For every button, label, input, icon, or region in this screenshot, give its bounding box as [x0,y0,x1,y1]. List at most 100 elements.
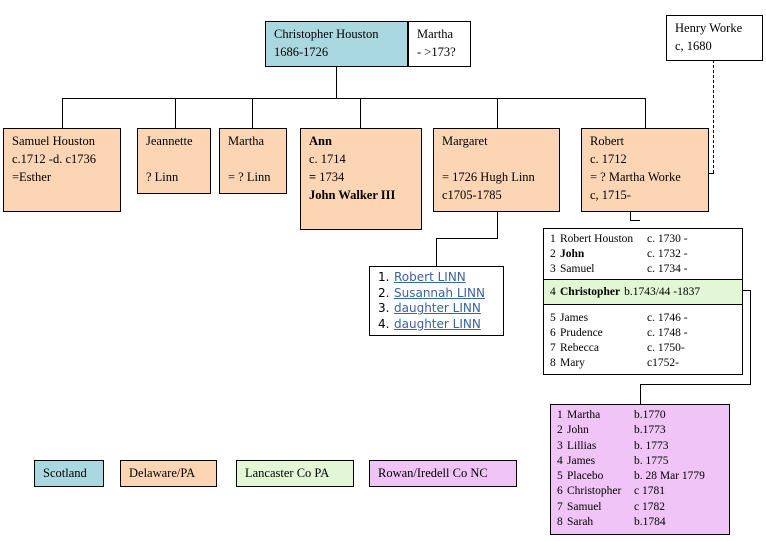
child-date: c. 1748 - [647,327,688,339]
list-item: 4. daughter LINN [378,317,495,333]
child-name: Lillias [567,439,597,452]
christopher-line-v [750,290,751,384]
christopher-line-stub [742,290,751,291]
child-box-jeannette[interactable]: Jeannette ? Linn [137,128,211,194]
linn-child-link[interactable]: daughter LINN [394,316,481,331]
legend-lancaster-pa: Lancaster Co PA [236,460,354,487]
margaret-child-line-h [436,238,498,239]
child-name: Rebecca [560,342,599,354]
drop-line-jeannette [175,98,176,128]
list-item: 2.Susannah LINN [378,286,495,302]
legend-rowan-iredell-nc: Rowan/Iredell Co NC [369,460,517,487]
child-box-ann[interactable]: Ann c. 1714 = 1734 John Walker III [300,128,422,230]
linn-child-link[interactable]: daughter LINN [394,301,481,315]
linn-num: 4. [378,316,390,331]
ann-name: Ann [309,134,332,148]
list-item[interactable]: 1 Martha b.1770 [557,408,723,423]
list-item[interactable]: 1 Robert Houston c. 1730 - [550,232,736,247]
child-name: Samuel [560,263,595,275]
child-date: c. 1730 - [647,233,688,245]
child-num: 3 [557,439,563,452]
spouse-name: Martha [417,27,454,41]
children-bar-line [62,98,646,99]
child-date: b.1743/44 -1837 [624,286,701,298]
spouse-dates: - >173? [417,45,456,59]
child-box-margaret[interactable]: Margaret = 1726 Hugh Linn c1705-1785 [433,128,560,212]
child-name: James [560,312,589,324]
christopher-line-h [640,384,751,385]
legend-scotland-label: Scotland [43,466,87,480]
samuel-spouse: =Esther [12,170,51,184]
margaret-marriage: = 1726 Hugh Linn [442,170,535,184]
root-stem-line [336,66,337,98]
child-box-martha[interactable]: Martha = ? Linn [219,128,287,194]
child-date: b. 1775 [634,454,669,467]
list-item[interactable]: 3 Samuel c. 1734 - [550,262,736,277]
child-name: Martha [567,409,601,421]
martha-spouse: = ? Linn [228,170,271,184]
jeannette-name: Jeannette [146,134,193,148]
child-date: b. 1773 [634,439,669,452]
child-box-robert[interactable]: Robert c. 1712 = ? Martha Worke c, 1715- [581,128,709,212]
root-dates: 1686-1726 [274,45,329,59]
child-num: 5 [550,312,556,324]
margaret-spouse-dates: c1705-1785 [442,188,502,202]
drop-line-martha [252,98,253,128]
child-num: 3 [550,263,556,275]
list-item[interactable]: 2 John b.1773 [557,423,723,438]
linn-child-link[interactable]: Robert LINN [394,270,466,284]
child-num: 8 [550,357,556,369]
child-num: 4 [550,286,556,298]
worke-person-box[interactable]: Henry Worke c, 1680 [666,15,763,61]
spouse-person-box[interactable]: Martha - >173? [408,21,471,67]
linn-child-link[interactable]: Susannah LINN [394,285,485,300]
ann-marriage-year: 1734 [316,170,345,184]
child-name: Robert Houston [560,233,634,245]
list-item[interactable]: 5 James c. 1746 - [550,311,736,326]
list-item: 1. Robert LINN [378,270,495,286]
child-name: Mary [560,357,585,369]
margaret-child-line-v2 [436,238,437,266]
robert-spouse: = ? Martha Worke [590,170,681,184]
ann-marriage-eq: = [309,170,317,184]
child-date: c. 1746 - [647,312,688,324]
root-person-box[interactable]: Christopher Houston 1686-1726 [265,21,408,67]
child-date: b.1784 [634,516,666,529]
child-num: 2 [557,424,563,437]
linn-num: 1. [378,270,390,284]
child-date: b.1770 [634,409,666,421]
child-num: 4 [557,454,563,467]
legend-lancaster-pa-label: Lancaster Co PA [245,466,330,480]
child-num: 1 [557,409,563,421]
jeannette-blank [146,150,202,168]
child-date: c. 1732 - [647,248,688,260]
child-date: b.1773 [634,424,666,437]
worke-name: Henry Worke [675,21,743,35]
list-item[interactable]: 3 Lillias b. 1773 [557,439,723,454]
child-num: 1 [550,233,556,245]
legend-delaware-pa: Delaware/PA [120,460,217,487]
child-name: John [560,248,585,260]
child-name: Samuel [567,500,602,513]
child-num: 7 [557,500,563,513]
christopher-children-list: 1 Martha b.1770 2 John b.1773 3 Lillias b. 177… [550,404,730,535]
legend-rowan-iredell-nc-label: Rowan/Iredell Co NC [378,466,488,480]
ann-dates: c. 1714 [309,152,346,166]
robert-child-line-v [630,212,631,220]
martha-name: Martha [228,134,265,148]
child-box-samuel[interactable]: Samuel Houston c.1712 -d. c1736 =Esther [3,128,121,212]
child-date: c. 1734 - [647,263,688,275]
drop-line-margaret [497,98,498,128]
child-name: John [567,424,589,437]
